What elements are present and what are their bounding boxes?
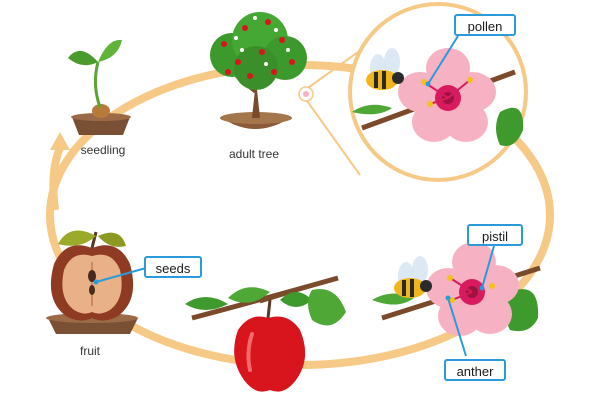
cycle-arrow-up: [49, 146, 64, 211]
zoom-line-bottom: [304, 97, 361, 176]
seedling-illustration: [68, 39, 131, 135]
pistil-callout: pistil: [467, 224, 523, 246]
pollen-flower-illustration: [352, 48, 524, 146]
cycle-arrowhead: [50, 132, 70, 150]
pollen-callout: pollen: [454, 14, 516, 36]
anther-callout: anther: [444, 359, 506, 381]
pistil-flower-illustration: [372, 242, 541, 336]
pollen-pointer: [427, 35, 459, 85]
anther-pointer: [447, 297, 467, 357]
seedling-label: seedling: [80, 143, 126, 157]
fruit-label: fruit: [79, 344, 101, 358]
adult-tree-label: adult tree: [228, 147, 280, 161]
pistil-pointer: [481, 245, 495, 289]
seeds-pointer: [95, 267, 147, 283]
fruit-illustration: [46, 230, 138, 334]
apple-illustration: [185, 275, 346, 392]
seeds-callout: seeds: [144, 256, 202, 278]
adult-tree-illustration: [210, 12, 314, 129]
